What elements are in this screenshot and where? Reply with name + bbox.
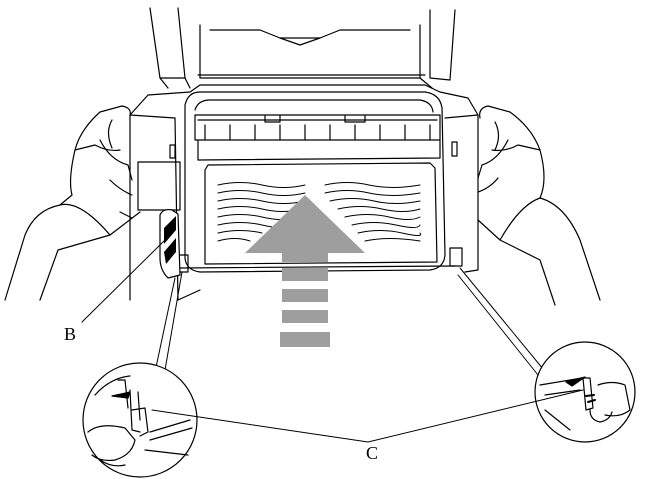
- label-b: B: [64, 324, 76, 344]
- left-hand: [4, 105, 141, 301]
- lever-b: [159, 208, 181, 279]
- push-arrow: [245, 195, 365, 347]
- arrow-stripe-2: [282, 289, 328, 302]
- leader-b: [81, 239, 166, 323]
- detail-circle-left: [82, 362, 198, 478]
- right-hand: [477, 105, 601, 306]
- output-tray: [194, 114, 441, 161]
- rear-paper-support: [149, 7, 456, 89]
- arrow-head: [245, 195, 365, 262]
- detail-circle-right: [534, 341, 636, 443]
- vent-slots-right: [324, 182, 422, 242]
- arrow-stripe-1: [282, 268, 328, 281]
- arrow-stripe-3: [282, 310, 328, 323]
- leader-c: [151, 389, 584, 443]
- arrow-right-small: [565, 376, 586, 387]
- arrow-stripe-4: [280, 332, 330, 347]
- rear-cover: [204, 162, 438, 265]
- vent-slots-left: [217, 182, 306, 242]
- guide-lines: [154, 267, 549, 381]
- label-c: C: [366, 443, 378, 463]
- printer-body: [129, 84, 479, 301]
- arrow-left-small: [111, 391, 131, 399]
